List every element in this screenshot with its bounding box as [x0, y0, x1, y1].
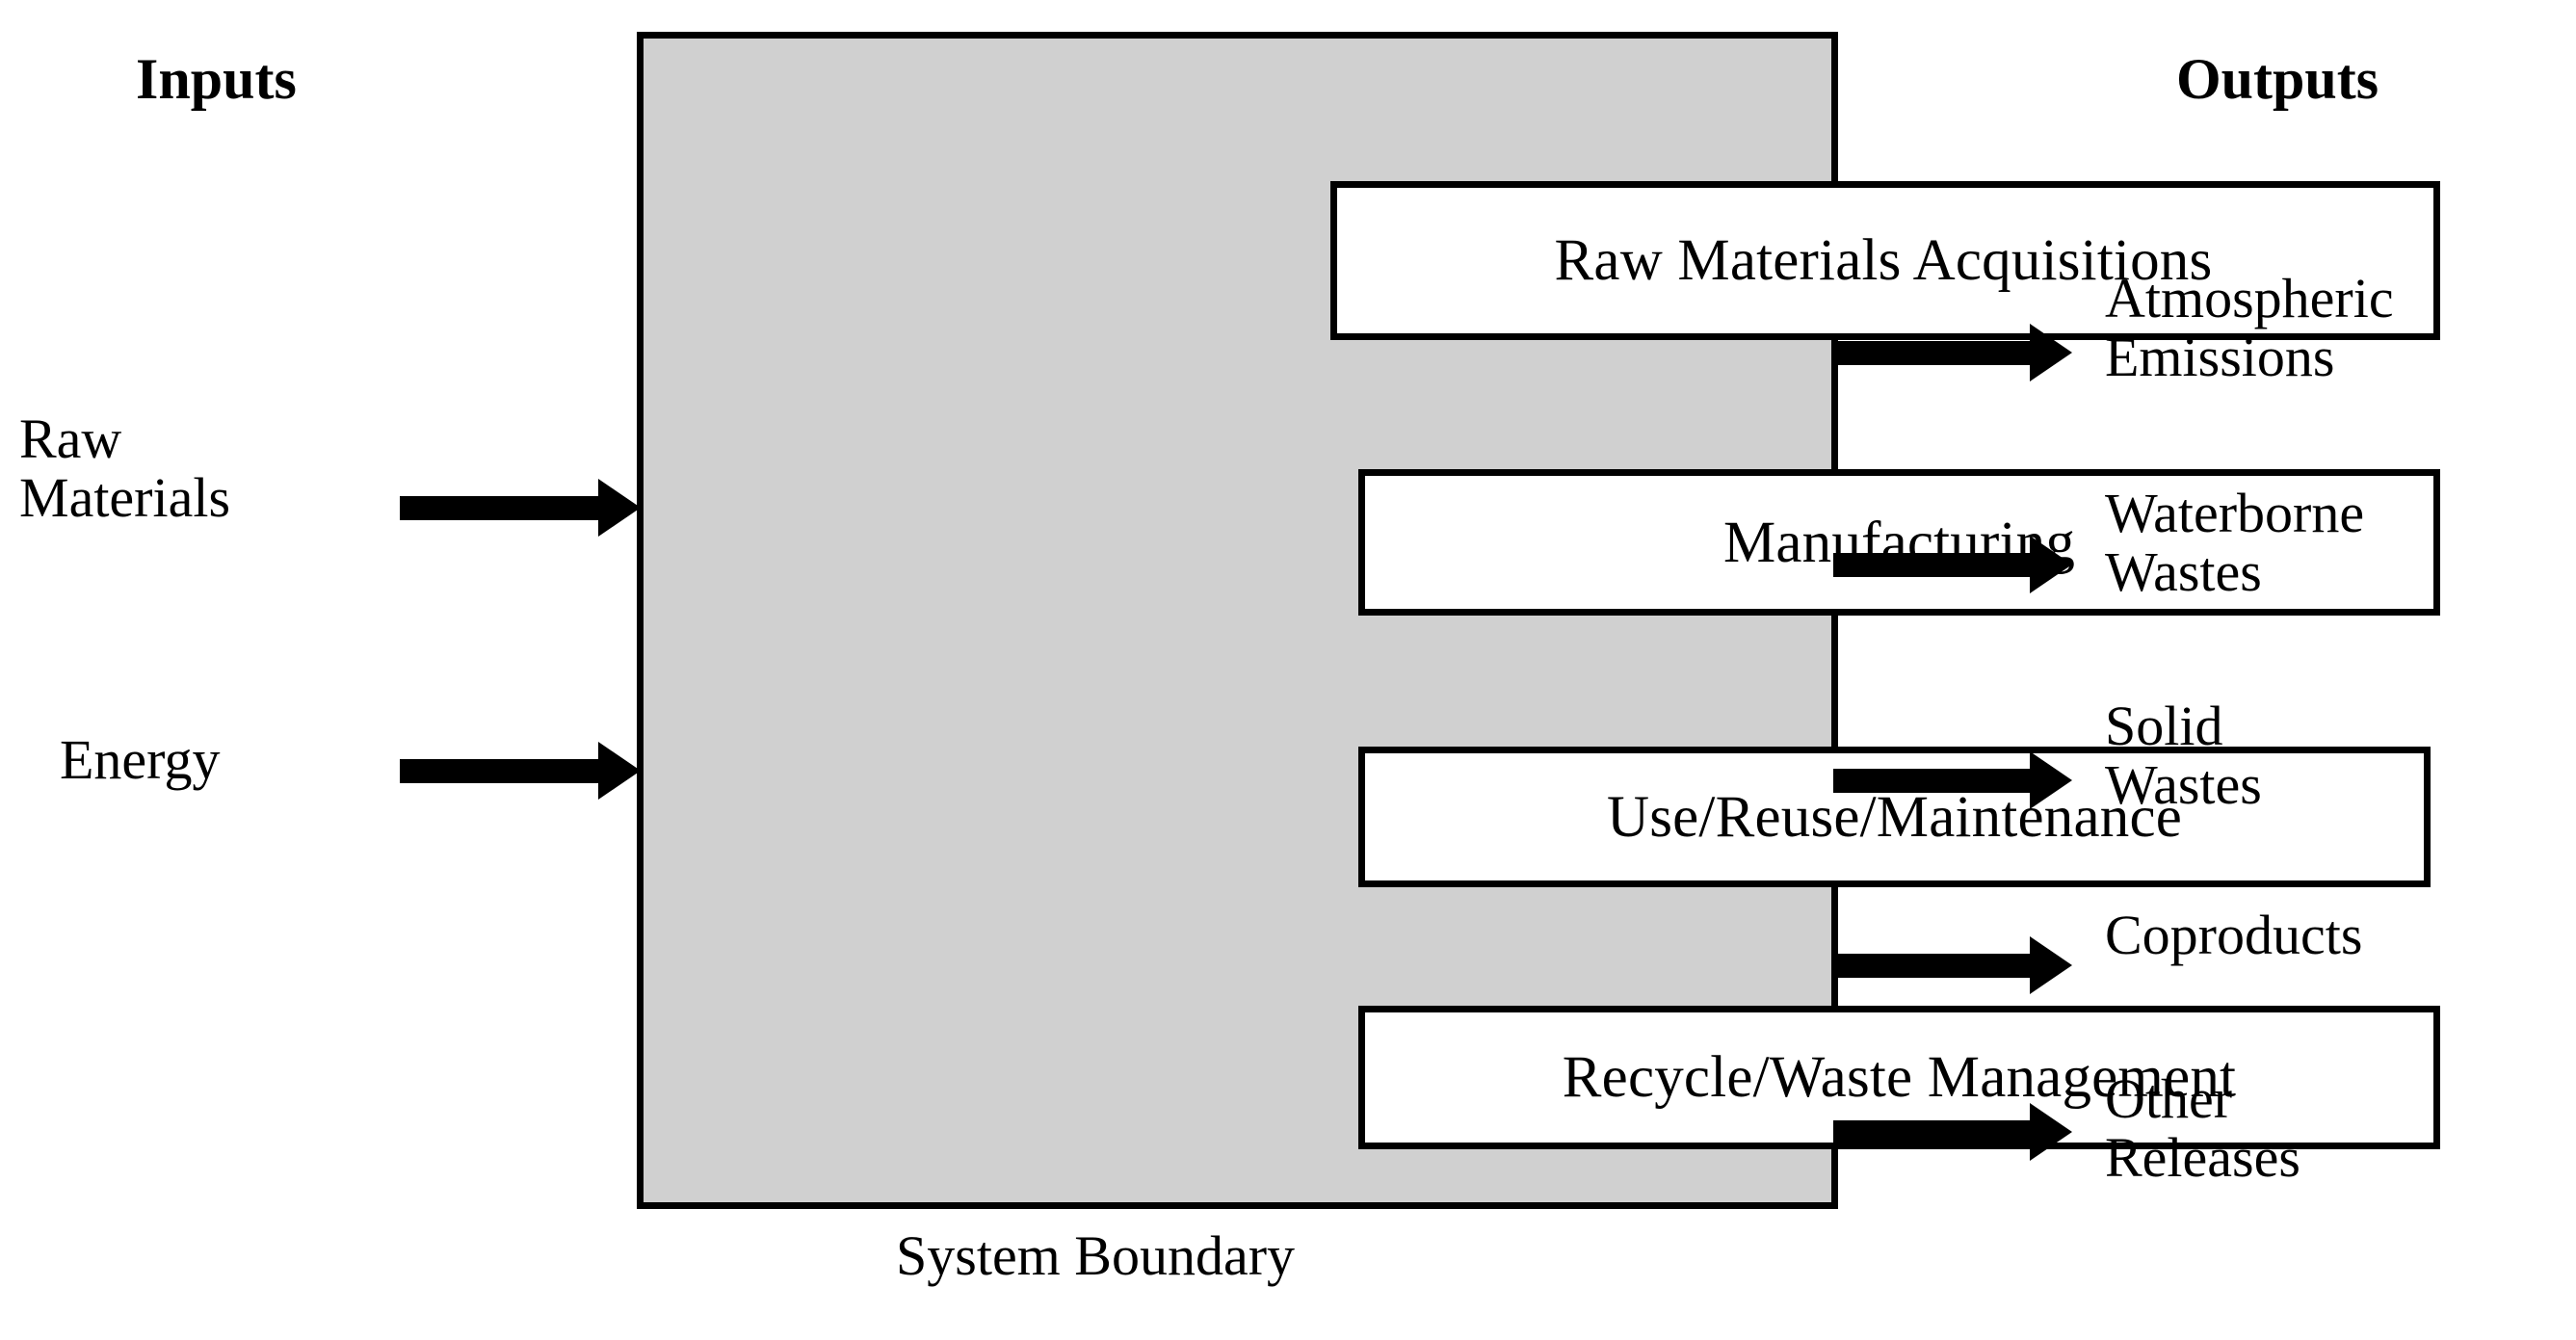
output-label-line1: Other — [2105, 1067, 2233, 1130]
stage-box-raw-materials-acquisitions[interactable]: Raw Materials Acquisitions — [1330, 181, 2440, 340]
input-label-line2: Materials — [19, 466, 231, 530]
arrow-head — [2030, 936, 2072, 994]
stage-box-use-reuse-maintenance[interactable]: Use/Reuse/Maintenance — [1358, 747, 2431, 887]
arrow-shaft — [1833, 954, 2030, 978]
right-arrow-icon-output-other-releases — [1833, 1103, 2072, 1161]
output-label-line2: Emissions — [2105, 326, 2335, 389]
output-label-line1: Waterborne — [2105, 482, 2365, 544]
arrow-shaft — [1833, 341, 2030, 365]
arrow-shaft — [1833, 1120, 2030, 1144]
right-arrow-icon-output-solid-wastes — [1833, 751, 2072, 809]
output-label-coproducts: Coproducts — [2105, 904, 2363, 966]
output-label-solid-wastes: Solid Wastes — [2105, 696, 2262, 815]
right-arrow-icon-output-coproducts — [1833, 936, 2072, 994]
system-boundary-caption: System Boundary — [896, 1224, 1296, 1287]
right-arrow-icon-output-atmospheric-emissions — [1833, 324, 2072, 381]
stage-box-label: Use/Reuse/Maintenance — [1606, 784, 2183, 850]
output-label-line2: Releases — [2105, 1126, 2300, 1190]
stage-box-label: Raw Materials Acquisitions — [1554, 228, 2213, 293]
arrow-head — [2030, 324, 2072, 381]
input-label-energy: Energy — [60, 728, 221, 791]
arrow-shaft — [400, 759, 598, 783]
output-label-line1: Coproducts — [2105, 904, 2363, 966]
output-label-other-releases: Other Releases — [2105, 1069, 2300, 1188]
output-label-line2: Wastes — [2105, 540, 2262, 604]
system-boundary-box: Raw Materials Acquisitions Manufacturing… — [637, 32, 2440, 1209]
right-arrow-icon-output-waterborne-wastes — [1833, 536, 2072, 593]
input-label-line1: Energy — [60, 728, 221, 791]
right-arrow-icon-input-raw-materials — [400, 479, 641, 537]
outputs-heading: Outputs — [2176, 47, 2379, 111]
arrow-head — [2030, 1103, 2072, 1161]
stage-box-label: Recycle/Waste Management — [1562, 1045, 2237, 1110]
output-label-line1: Atmospheric — [2105, 267, 2394, 329]
inputs-heading: Inputs — [136, 47, 297, 111]
input-label-line1: Raw — [19, 407, 122, 470]
arrow-shaft — [1833, 553, 2030, 577]
output-label-atmospheric-emissions: Atmospheric Emissions — [2105, 269, 2394, 387]
arrow-head — [598, 742, 641, 800]
arrow-head — [598, 479, 641, 537]
output-label-waterborne-wastes: Waterborne Wastes — [2105, 484, 2364, 602]
arrow-shaft — [1833, 769, 2030, 793]
input-label-raw-materials: Raw Materials — [19, 409, 230, 528]
output-label-line2: Wastes — [2105, 753, 2262, 817]
arrow-head — [2030, 751, 2072, 809]
arrow-shaft — [400, 496, 598, 520]
arrow-head — [2030, 536, 2072, 593]
output-label-line1: Solid — [2105, 695, 2223, 757]
right-arrow-icon-input-energy — [400, 742, 641, 800]
